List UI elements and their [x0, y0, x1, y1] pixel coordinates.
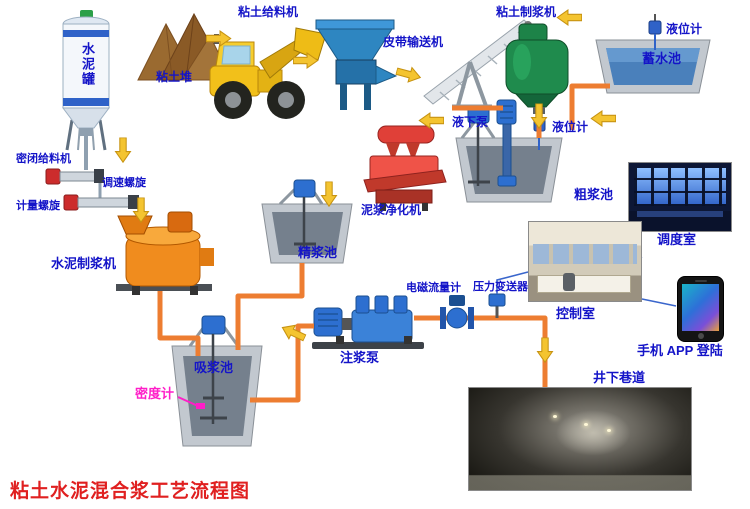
cement-slurry-machine-graphic [116, 211, 214, 295]
agitator-motor [201, 315, 226, 335]
tunnel-light [606, 428, 611, 432]
label-dispatch-room: 调度室 [657, 232, 697, 247]
phone-screen [682, 284, 719, 331]
dispatch-room-photo [628, 162, 732, 232]
label-suction-pool: 吸浆池 [194, 360, 234, 375]
arrow-water-to-pool [590, 110, 616, 127]
label-clay-feeder: 粘土给料机 [238, 5, 299, 19]
agitator-motor [293, 179, 316, 198]
label-submerged-pump: 液下泵 [452, 115, 489, 129]
screen-wall [634, 168, 726, 206]
underground-tunnel-photo [468, 387, 692, 491]
label-sealed-feeder: 密闭给料机 [16, 153, 71, 165]
grouting-pump-graphic [312, 295, 424, 349]
arrow-feeder-to-conveyor [394, 63, 423, 86]
label-level-gauge-water: 液位计 [666, 22, 703, 36]
arrow-water-to-machine [556, 9, 582, 26]
pressure-transmitter-icon [488, 293, 506, 318]
mud-purifier-graphic [363, 125, 447, 211]
tunnel-light [553, 414, 558, 418]
label-metering-screw: 计量螺旋 [16, 200, 60, 212]
label-belt-conveyor: 皮带输送机 [383, 35, 444, 49]
label-electromagnetic-flowmeter: 电磁流量计 [406, 282, 461, 294]
suction-pool-graphic [171, 315, 263, 447]
label-speed-screw: 调速螺旋 [102, 177, 146, 189]
label-clay-slurry-machine: 粘土制浆机 [496, 5, 557, 19]
label-mobile-app-login: 手机 APP 登陆 [637, 343, 723, 358]
mobile-phone-graphic [677, 276, 724, 342]
phone-home-button [697, 333, 704, 339]
water-pool-graphic [595, 14, 711, 94]
control-desk [537, 275, 631, 293]
density-meter-icon [177, 396, 205, 409]
label-fine-slurry-pool: 精浆池 [298, 245, 338, 260]
label-mud-purifier: 泥浆净化机 [361, 203, 422, 217]
diagram-title: 粘土水泥混合浆工艺流程图 [10, 481, 251, 502]
label-pressure-transmitter: 压力变送器 [473, 281, 528, 293]
label-cement-silo: 水泥罐 [79, 42, 95, 87]
label-grouting-pump: 注浆泵 [340, 350, 380, 365]
level-gauge-water-icon [648, 14, 662, 50]
screw-feeders-graphic [45, 136, 139, 211]
arrow-silo-to-feeder [115, 137, 131, 163]
label-level-gauge-coarse: 液位计 [552, 120, 589, 134]
arrow-pipe-to-tunnel [537, 337, 553, 363]
label-cement-slurry-machine: 水泥制浆机 [51, 256, 117, 271]
fine-slurry-pool-graphic [261, 179, 353, 264]
clay-feeder-graphic [315, 19, 398, 110]
label-control-room: 控制室 [556, 306, 596, 321]
tunnel-light [584, 422, 589, 426]
label-coarse-slurry-pool: 粗浆池 [574, 187, 614, 202]
phone-speaker [694, 280, 707, 282]
arrow-purifier-to-fine-pool [321, 181, 337, 207]
label-water-pool: 蓄水池 [642, 51, 682, 66]
monitor-strip [533, 244, 637, 264]
label-underground-tunnel: 井下巷道 [593, 370, 646, 385]
cement-silo-graphic [62, 10, 110, 151]
label-clay-pile: 粘土堆 [156, 70, 193, 84]
flowmeter-icon [440, 295, 474, 329]
label-density-meter: 密度计 [135, 386, 175, 401]
control-room-photo [528, 221, 642, 302]
wheel-loader-graphic [209, 27, 327, 119]
office-chair [563, 273, 575, 291]
